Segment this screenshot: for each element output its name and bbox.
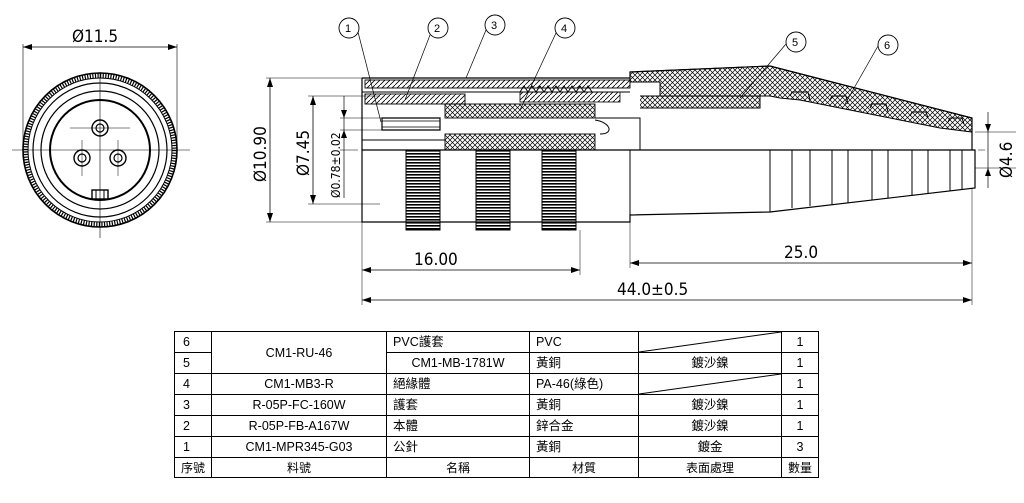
side-view: 1 2 3 4 5 6 — [251, 14, 1017, 305]
table-row: 6 CM1-RU-46 PVC護套 PVC 1 — [173, 331, 820, 374]
table-header: 序號 料號 名稱 材質 表面處理 數量 — [173, 457, 820, 478]
balloon-6: 6 — [844, 34, 899, 105]
cell-material: 黃銅 — [529, 352, 640, 374]
cell-name: 公針 — [386, 436, 531, 458]
cell-qty: 3 — [781, 436, 820, 458]
cell-qty: 1 — [781, 373, 820, 395]
thread-section — [519, 85, 593, 93]
connector-drawing: Ø11.5 — [12, 14, 1017, 305]
cell-material: PVC — [529, 331, 640, 353]
knurl-ring-2 — [475, 149, 511, 231]
cell-qty: 1 — [781, 415, 820, 437]
dim-pin-diameter: Ø0.78±0.02 — [329, 132, 343, 198]
balloon-3: 3 — [465, 14, 506, 79]
dim-length-44: 44.0±0.5 — [617, 280, 688, 300]
cell-material: PA-46(綠色) — [529, 373, 640, 395]
dim-length-16: 16.00 — [414, 250, 458, 270]
header-qty: 數量 — [781, 457, 820, 478]
svg-text:5: 5 — [792, 37, 798, 49]
cell-part-number: CM1-RU-46 — [211, 331, 388, 374]
header-material: 材質 — [529, 457, 640, 478]
dim-diameter-10-90: Ø10.90 — [251, 126, 271, 182]
balloon-5: 5 — [739, 31, 807, 99]
svg-text:4: 4 — [561, 23, 567, 35]
key-notch — [91, 189, 109, 200]
cell-seq: 1 — [173, 436, 213, 458]
cell-name: CM1-MB-1781W — [386, 352, 531, 374]
header-part-number: 料號 — [211, 457, 388, 478]
cell-qty: 1 — [781, 394, 820, 416]
insulator-section — [444, 103, 596, 119]
cell-qty: 1 — [781, 352, 820, 374]
cell-finish: 鍍沙鎳 — [638, 394, 783, 416]
balloon-2: 2 — [404, 17, 449, 101]
cell-qty: 1 — [781, 331, 820, 353]
cell-seq: 2 — [173, 415, 213, 437]
cell-finish — [638, 331, 783, 353]
cell-name: PVC護套 — [386, 331, 531, 353]
svg-text:1: 1 — [345, 23, 351, 35]
cell-seq: 6 — [173, 331, 213, 353]
knurl-ring-1 — [405, 149, 441, 231]
dim-diameter-7-45: Ø7.45 — [294, 130, 314, 176]
table-row: 5 CM1-MB-1781W 黃銅 鍍沙鎳 1 — [173, 352, 820, 374]
dim-front-diameter: Ø11.5 — [72, 27, 118, 47]
cell-finish — [638, 373, 783, 395]
cell-material: 黃銅 — [529, 436, 640, 458]
bill-of-materials: 6 CM1-RU-46 PVC護套 PVC 1 5 CM1-MB-1781W 黃… — [173, 331, 820, 478]
svg-text:2: 2 — [434, 23, 440, 35]
table-row: 3 R-05P-FC-160W 護套 黃銅 鍍沙鎳 1 — [173, 394, 820, 416]
header-seq: 序號 — [173, 457, 213, 478]
pin-section — [381, 117, 441, 131]
cell-name: 護套 — [386, 394, 531, 416]
cell-finish: 鍍沙鎳 — [638, 415, 783, 437]
table-row: 4 CM1-MB3-R 絕緣體 PA-46(綠色) 1 — [173, 373, 820, 395]
body-section — [364, 79, 631, 89]
header-finish: 表面處理 — [638, 457, 783, 478]
table-row: 1 CM1-MPR345-G03 公針 黃銅 鍍金 3 — [173, 436, 820, 458]
cell-material: 黃銅 — [529, 394, 640, 416]
cell-part-number: CM1-MPR345-G03 — [211, 436, 388, 458]
dim-cable-diameter: Ø4.6 — [997, 142, 1017, 178]
cell-finish: 鍍沙鎳 — [638, 352, 783, 374]
svg-text:3: 3 — [491, 20, 497, 32]
front-view: Ø11.5 — [12, 27, 190, 238]
balloon-4: 4 — [519, 17, 576, 111]
cell-seq: 3 — [173, 394, 213, 416]
cell-part-number: R-05P-FB-A167W — [211, 415, 388, 437]
dim-length-25: 25.0 — [784, 243, 818, 263]
cell-finish: 鍍金 — [638, 436, 783, 458]
header-name: 名稱 — [386, 457, 531, 478]
pvc-sheath-section — [629, 65, 973, 133]
cell-name: 本體 — [386, 415, 531, 437]
balloon-1: 1 — [338, 17, 382, 123]
svg-text:6: 6 — [884, 40, 890, 52]
cell-name: 絕緣體 — [386, 373, 531, 395]
knurl-ring-3 — [541, 149, 577, 231]
cell-seq: 5 — [173, 352, 213, 374]
cell-part-number: R-05P-FC-160W — [211, 394, 388, 416]
cell-seq: 4 — [173, 373, 213, 395]
cell-part-number: CM1-MB3-R — [211, 373, 388, 395]
table-row: 2 R-05P-FB-A167W 本體 鋅合金 鍍沙鎳 1 — [173, 415, 820, 437]
cell-material: 鋅合金 — [529, 415, 640, 437]
